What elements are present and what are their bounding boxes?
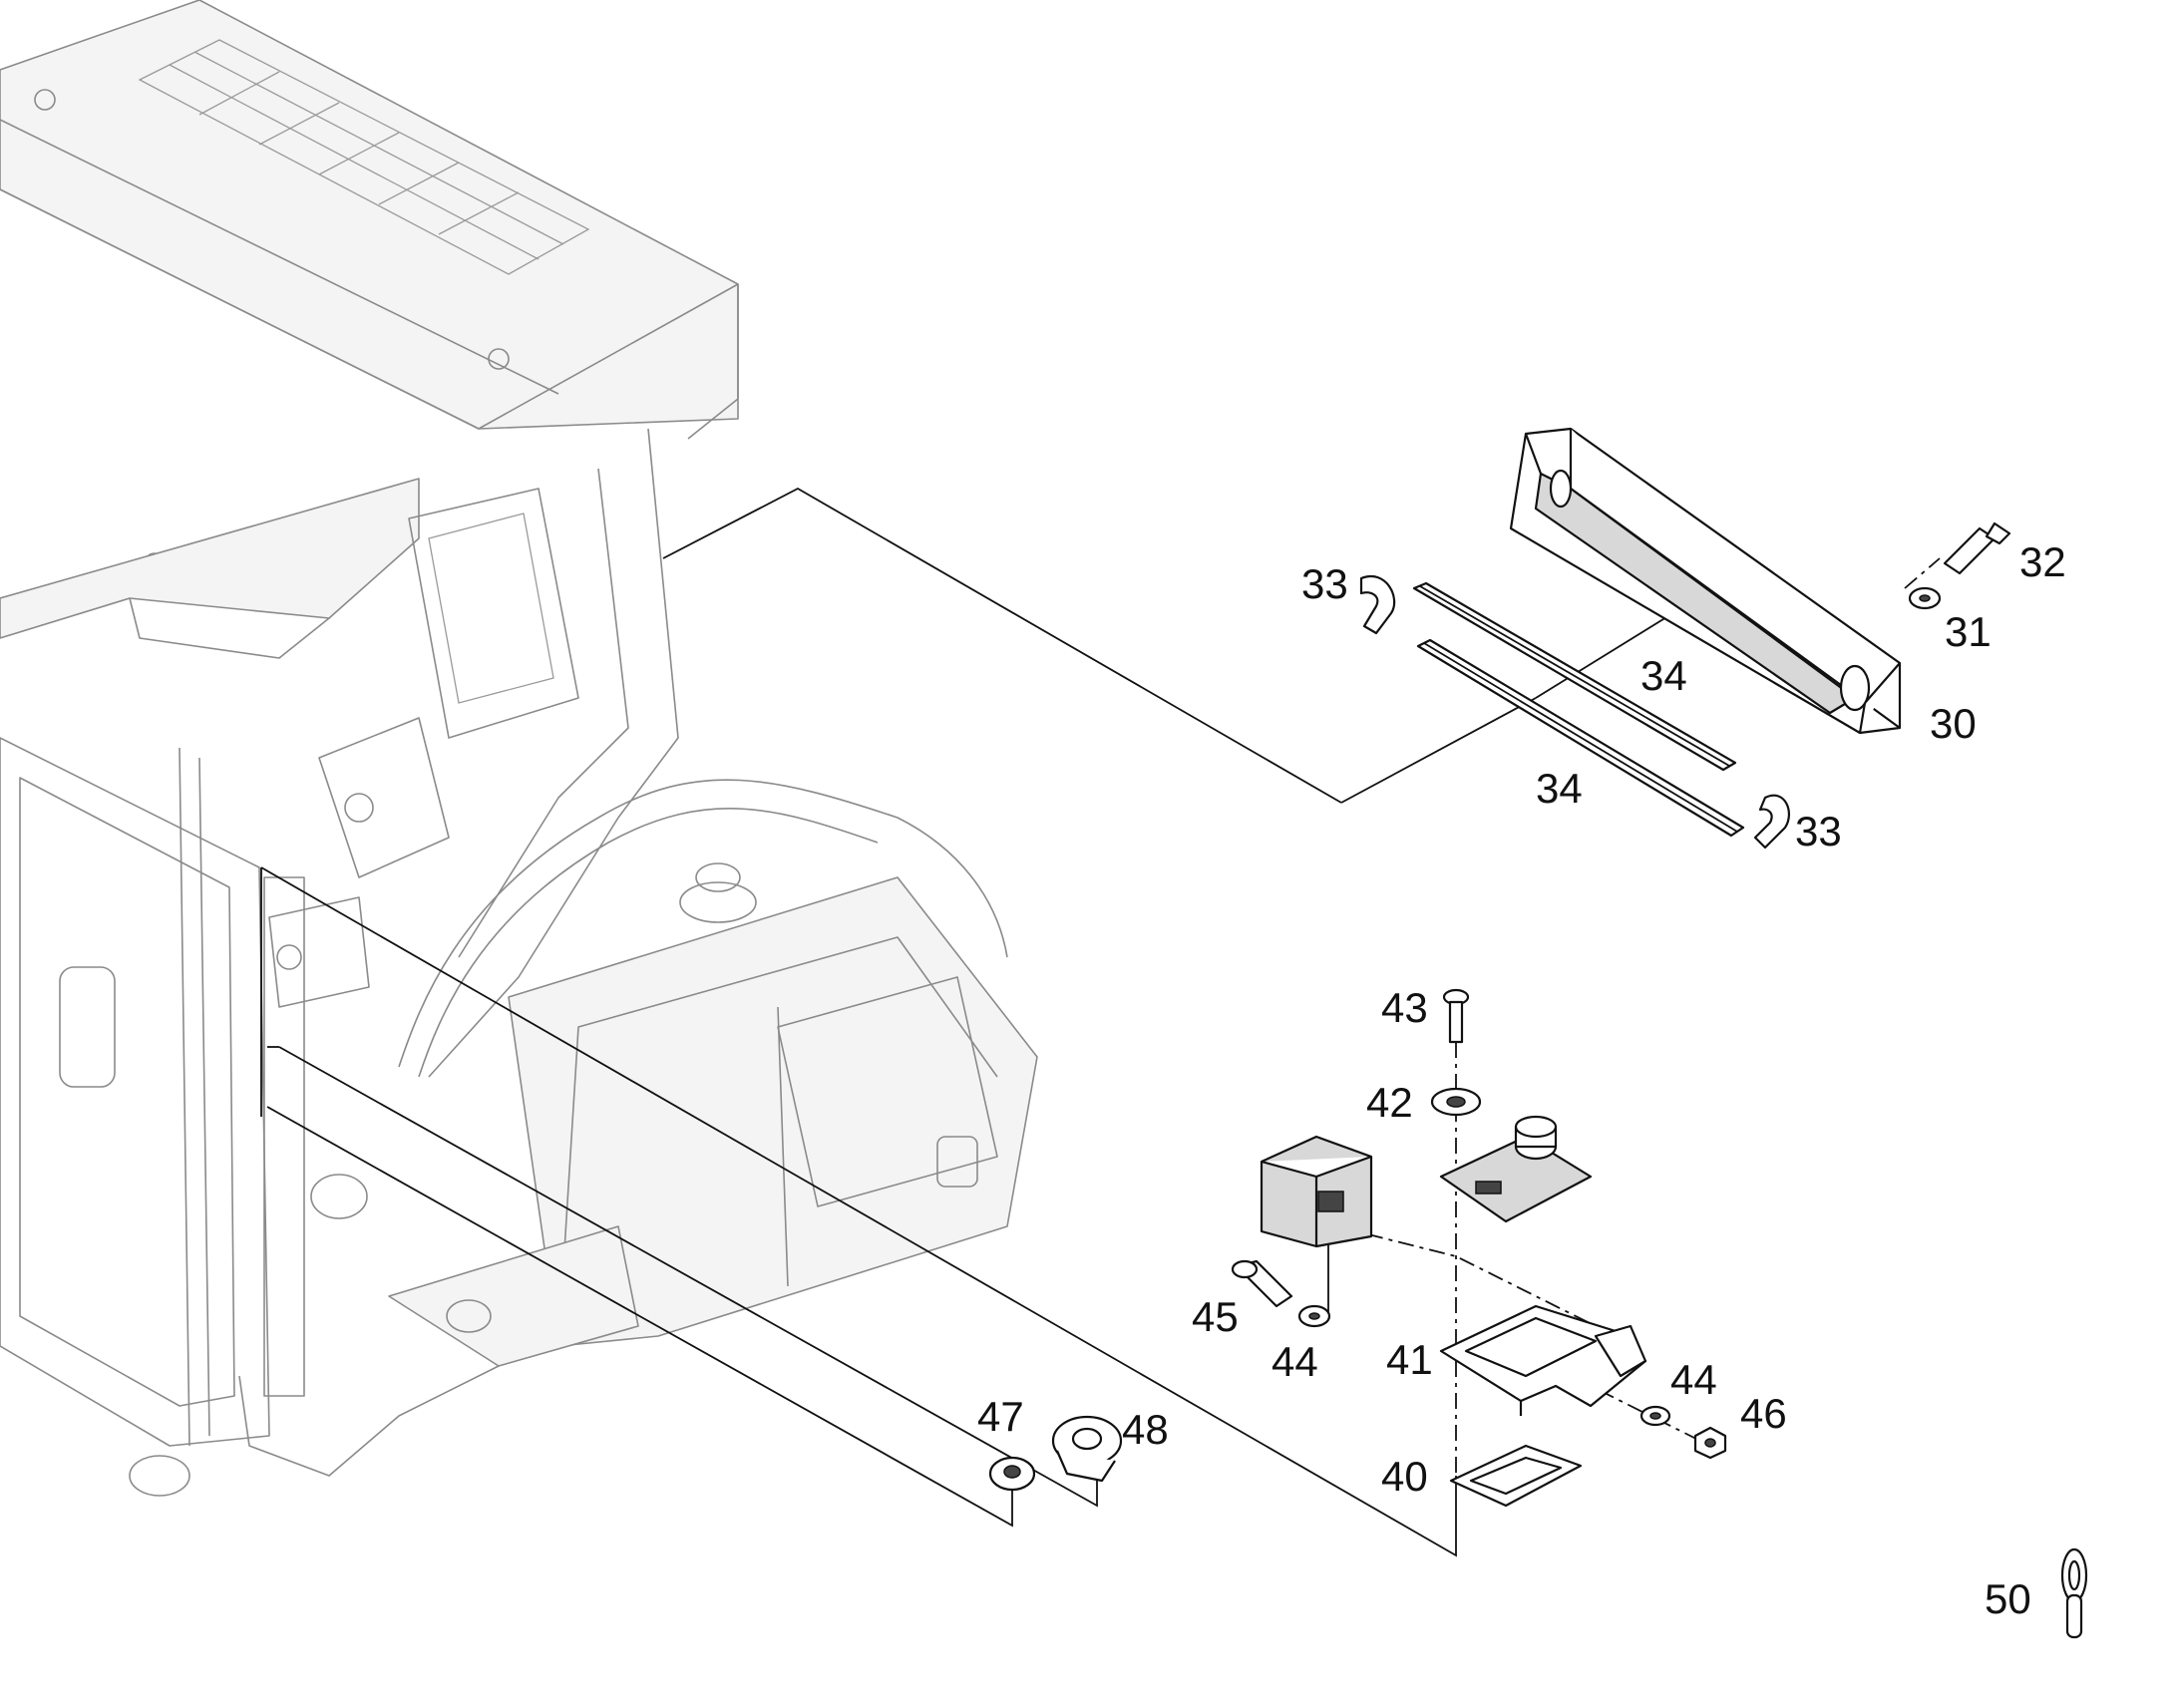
switch-box <box>1260 1135 1373 1248</box>
part-47-grommet <box>988 1456 1036 1492</box>
callout-43: 43 <box>1381 984 1428 1031</box>
part-33-end-cap-upper <box>1359 574 1396 635</box>
callout-42: 42 <box>1366 1079 1413 1126</box>
part-48-plug <box>1051 1415 1123 1483</box>
part-34-strip-upper <box>1412 581 1737 772</box>
callout-46: 46 <box>1740 1390 1787 1437</box>
switch-plate <box>1439 1115 1593 1223</box>
part-44-washer-left <box>1297 1304 1331 1328</box>
part-50-key-ring <box>2060 1547 2088 1639</box>
callout-41: 41 <box>1386 1336 1433 1383</box>
callout-30: 30 <box>1930 700 1977 747</box>
roof-vent-grille <box>138 39 590 275</box>
callout-33-lower: 33 <box>1795 808 1842 854</box>
callout-33-upper: 33 <box>1301 560 1348 607</box>
callout-44-right: 44 <box>1670 1356 1717 1403</box>
callout-47: 47 <box>977 1393 1024 1440</box>
callout-32: 32 <box>2019 538 2066 585</box>
callout-34-lower: 34 <box>1536 765 1583 812</box>
leader-lines <box>260 487 1941 1557</box>
part-31-washer <box>1908 586 1942 610</box>
part-42-washer <box>1430 1087 1482 1117</box>
part-45-bolt <box>1231 1259 1293 1308</box>
callout-40: 40 <box>1381 1453 1428 1500</box>
callout-labels: 30 31 32 33 33 34 34 40 41 42 43 44 44 4… <box>977 538 2066 1622</box>
part-46-nut <box>1693 1426 1727 1460</box>
callout-44-left: 44 <box>1272 1338 1318 1385</box>
part-40-gasket <box>1449 1444 1583 1508</box>
callout-48: 48 <box>1122 1406 1169 1453</box>
part-41-bracket <box>1439 1304 1647 1416</box>
callout-50: 50 <box>1985 1575 2031 1622</box>
part-43-bolt <box>1442 988 1470 1044</box>
part-32-bolt <box>1943 521 2011 575</box>
callout-34-upper: 34 <box>1640 652 1687 699</box>
part-33-end-cap-lower <box>1753 794 1790 850</box>
callout-31: 31 <box>1945 608 1992 655</box>
part-30-mounting-beam <box>1509 427 1902 735</box>
machine-body-ghost <box>0 0 1038 1497</box>
part-44-washer-right <box>1639 1405 1671 1427</box>
part-34-strip-lower <box>1416 638 1745 838</box>
callout-45: 45 <box>1192 1293 1239 1340</box>
